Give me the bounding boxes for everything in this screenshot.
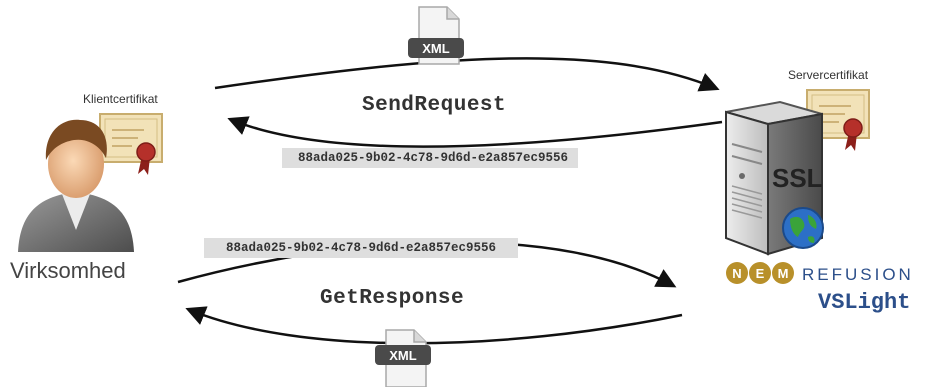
nem-logo: N E M: [726, 262, 794, 284]
nem-letter-e: E: [749, 262, 771, 284]
ssl-label: SSL: [772, 163, 823, 193]
globe-icon: [782, 207, 824, 249]
send-request-arrow: [214, 57, 720, 92]
reply-id-box: 88ada025-9b02-4c78-9d6d-e2a857ec9556: [282, 148, 579, 168]
xml-badge-label: XML: [389, 348, 417, 363]
client-certificate-icon: [99, 113, 163, 175]
client-name: Virksomhed: [10, 258, 126, 283]
product-name: VSLight: [818, 290, 911, 315]
xml-document-icon: XML: [375, 329, 431, 387]
nem-letter-n: N: [726, 262, 748, 284]
xml-badge-label: XML: [422, 41, 450, 56]
client-certificate-label: Klientcertifikat: [83, 92, 158, 106]
request-id-box: 88ada025-9b02-4c78-9d6d-e2a857ec9556: [204, 238, 519, 258]
get-response-label: GetResponse: [320, 287, 465, 310]
user-avatar-icon: [18, 119, 134, 252]
send-request-reply-arrow: [227, 116, 723, 148]
server-certificate-label: Servercertifikat: [788, 68, 869, 82]
nem-letter-m: M: [772, 262, 794, 284]
brand-word: REFUSION: [802, 265, 914, 284]
xml-document-icon: XML: [408, 6, 464, 65]
send-request-label: SendRequest: [362, 94, 507, 117]
get-response-reply-arrow: [185, 306, 683, 345]
